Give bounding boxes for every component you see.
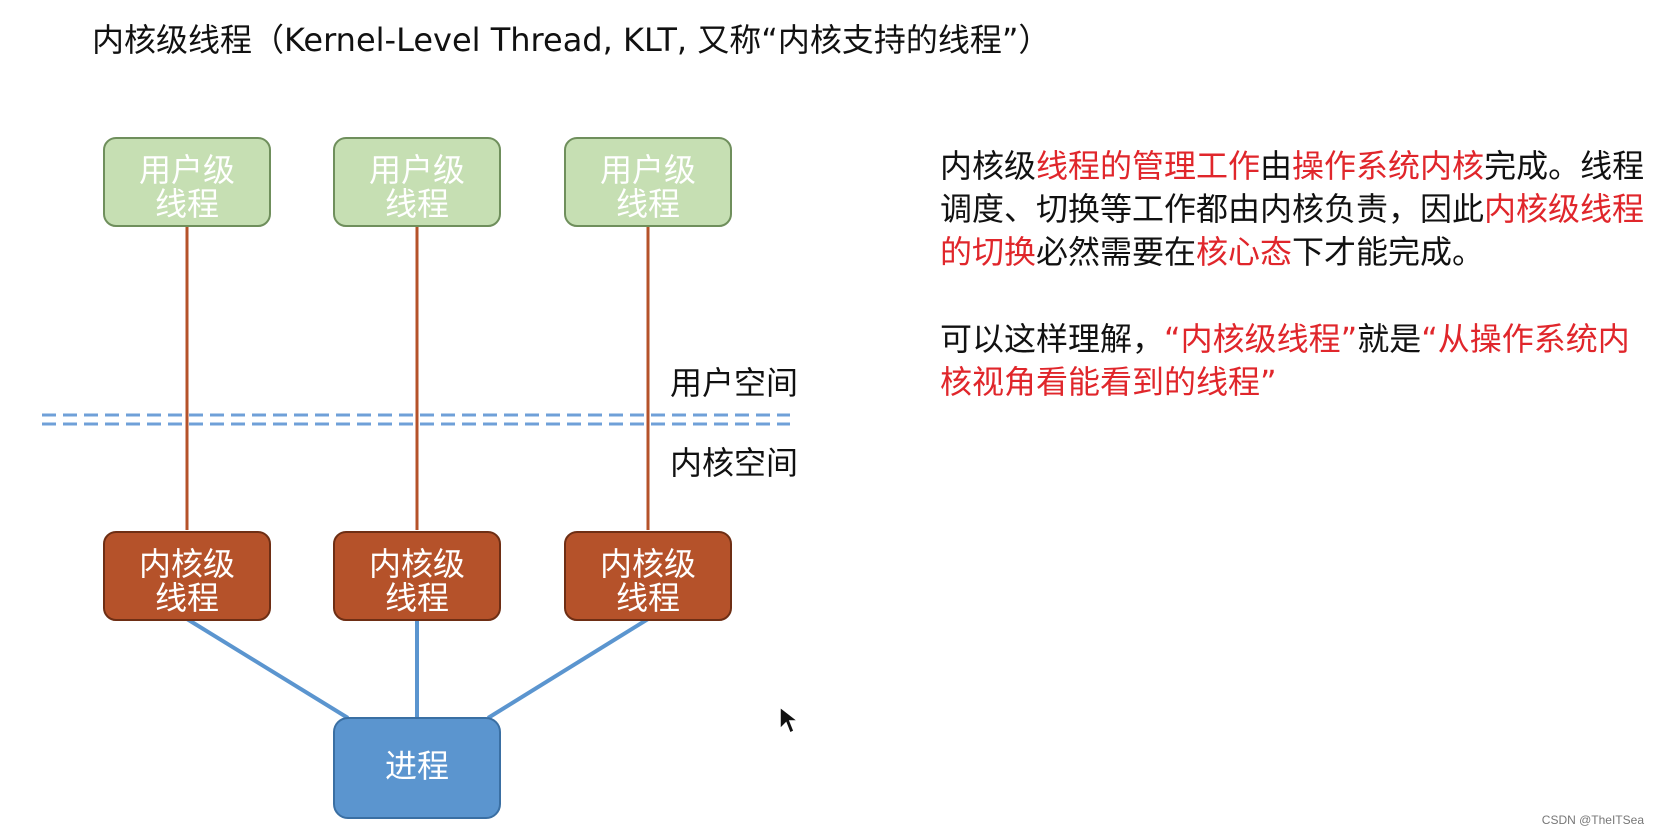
kernel-thread-2: 内核级 线程 [333,531,501,621]
kernel-space-label: 内核空间 [670,444,798,482]
p1-text-3: 完成。线程调度、切换等工作都由内核负责，因此 [940,147,1645,228]
kernel-thread-1-line1: 内核级 [139,545,235,583]
explanation-paragraph-2: 可以这样理解，“内核级线程”就是“从操作系统内核视角看能看到的线程” [940,318,1645,404]
p1-text-1: 内核级 [940,147,1037,185]
kernel-thread-2-line1: 内核级 [369,545,465,583]
p2-text-1: 可以这样理解， [940,320,1165,358]
page-title: 内核级线程（Kernel-Level Thread, KLT, 又称“内核支持的… [92,21,1051,59]
user-thread-3-line2: 线程 [616,185,680,223]
p1-text-4: 必然需要在 [1036,233,1197,271]
user-thread-1: 用户级 线程 [103,137,271,227]
kernel-thread-3-line2: 线程 [616,579,680,617]
watermark: CSDN @TheITSea [1541,813,1644,827]
p2-highlight-1: “内核级线程” [1164,320,1358,358]
kernel-thread-3-line1: 内核级 [600,545,696,583]
user-thread-2-line2: 线程 [385,185,449,223]
p1-highlight-3: 内核级线程的切换 [940,190,1645,271]
kernel-thread-1: 内核级 线程 [103,531,271,621]
user-thread-3: 用户级 线程 [564,137,732,227]
p2-highlight-2: “从操作系统内核视角看能看到的线程” [940,320,1630,401]
p1-highlight-2: 操作系统内核 [1292,147,1485,185]
mouse-pointer-icon [779,705,800,735]
kernel-thread-2-line2: 线程 [385,579,449,617]
link-kernel-process-1 [185,617,350,720]
p1-highlight-1: 线程的管理工作 [1036,147,1261,185]
user-thread-3-line1: 用户级 [600,151,696,189]
thread-model-diagram: 用户级 线程 用户级 线程 用户级 线程 内核级 线程 内核级 线程 内核级 线… [42,137,798,819]
user-thread-1-line1: 用户级 [139,151,235,189]
user-space-label: 用户空间 [670,364,798,402]
p1-text-2: 由 [1260,147,1293,185]
kernel-thread-1-line2: 线程 [155,579,219,617]
user-thread-2: 用户级 线程 [333,137,501,227]
kernel-thread-3: 内核级 线程 [564,531,732,621]
process-node: 进程 [333,717,501,819]
p1-highlight-4: 核心态 [1196,233,1293,271]
p2-text-2: 就是 [1357,320,1422,358]
explanation-paragraph-1: 内核级线程的管理工作由操作系统内核完成。线程调度、切换等工作都由内核负责，因此内… [940,145,1645,274]
user-thread-2-line1: 用户级 [369,151,465,189]
explanation-panel: 内核级线程的管理工作由操作系统内核完成。线程调度、切换等工作都由内核负责，因此内… [940,145,1645,448]
link-kernel-process-3 [486,617,650,720]
user-thread-1-line2: 线程 [155,185,219,223]
process-label: 进程 [385,747,449,785]
p1-text-5: 下才能完成。 [1292,233,1485,271]
